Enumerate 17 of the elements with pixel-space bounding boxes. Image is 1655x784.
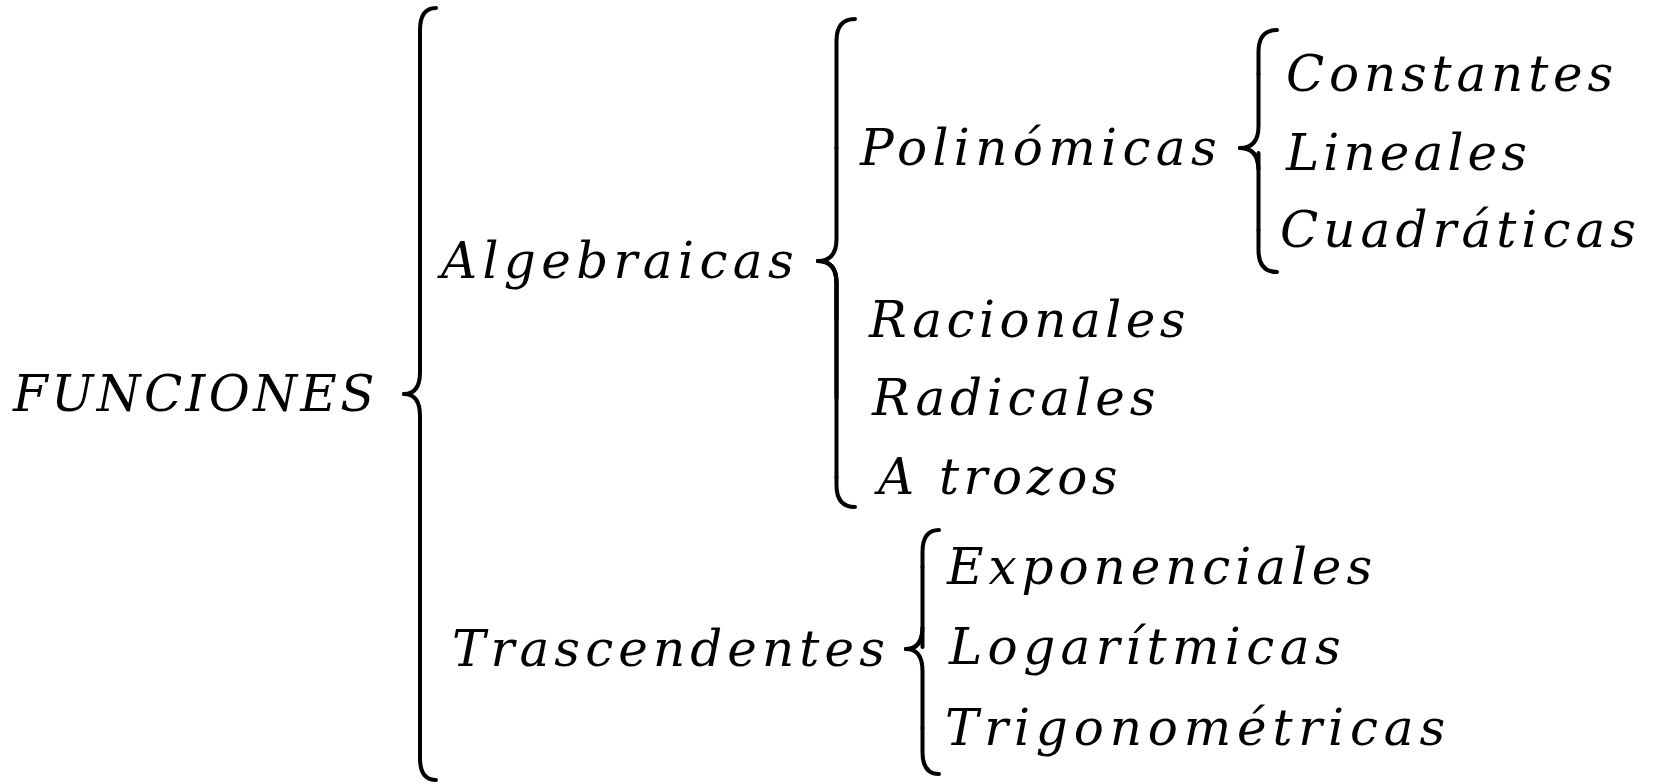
category-label: A trozos [836,449,1122,505]
category-label: Trascendentes [420,621,906,677]
brace-line [402,392,422,651]
category-label: Algebraicas [420,233,818,289]
category-label: Constantes [1258,46,1618,102]
brace-line [904,647,925,730]
category-label: FUNCIONES [13,366,404,422]
category-label: Lineales [1258,125,1531,181]
brace-line [1238,146,1261,232]
brace-line [816,259,839,479]
category-label: Radicales [836,370,1160,426]
category-label: Exponenciales [922,539,1377,595]
category-label: Trigonométricas [922,700,1451,756]
category-label: Cuadráticas [1258,202,1641,258]
category-label: Logarítmicas [922,619,1346,675]
category-label: Polinómicas [836,120,1240,176]
category-label: Racionales [836,292,1190,348]
